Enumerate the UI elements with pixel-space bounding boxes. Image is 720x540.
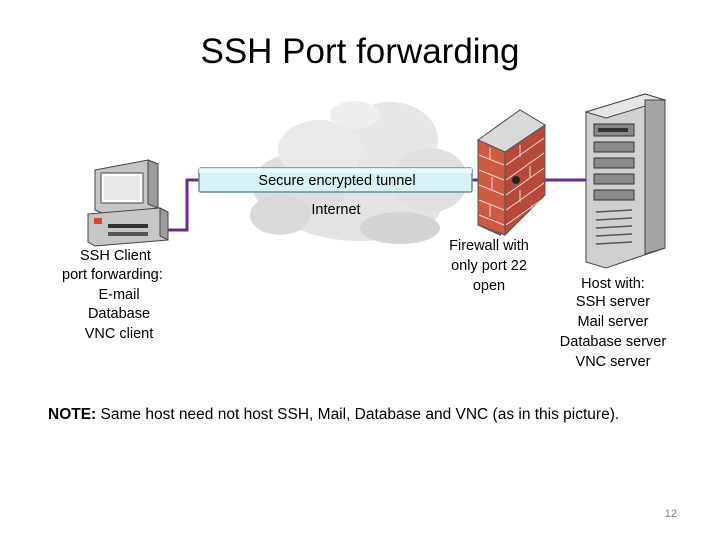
host-label-line: Database server bbox=[560, 334, 667, 350]
host-label-line: Host with: bbox=[581, 276, 645, 292]
host-label-line: VNC server bbox=[576, 354, 651, 370]
firewall-label-line: only port 22 bbox=[451, 258, 527, 274]
client-label-line: SSH Client bbox=[80, 248, 151, 264]
tunnel-label: Secure encrypted tunnel bbox=[258, 173, 415, 189]
client-label: SSH Client port forwarding: E-mail Datab… bbox=[62, 248, 163, 342]
client-label-line: port forwarding: bbox=[62, 267, 163, 283]
host-label-line: Mail server bbox=[578, 314, 649, 330]
note-text: NOTE: Same host need not host SSH, Mail,… bbox=[48, 406, 619, 424]
secure-tunnel: Secure encrypted tunnel bbox=[198, 167, 473, 193]
note-prefix: NOTE: bbox=[48, 406, 97, 423]
client-label-line: VNC client bbox=[85, 326, 154, 342]
firewall-label-line: open bbox=[473, 278, 505, 294]
page-number: 12 bbox=[664, 508, 677, 520]
internet-label: Internet bbox=[311, 202, 360, 218]
client-label-line: Database bbox=[88, 306, 150, 322]
note-body: Same host need not host SSH, Mail, Datab… bbox=[96, 406, 620, 423]
host-label-line: SSH server bbox=[576, 294, 650, 310]
firewall-label: Firewall with only port 22 open bbox=[449, 238, 529, 294]
page-title: SSH Port forwarding bbox=[200, 32, 520, 71]
firewall-icon bbox=[476, 109, 546, 237]
host-label: Host with: SSH server Mail server Databa… bbox=[560, 276, 667, 370]
client-computer-icon bbox=[87, 159, 169, 247]
firewall-label-line: Firewall with bbox=[449, 238, 529, 254]
host-server-icon bbox=[584, 93, 667, 269]
client-label-line: E-mail bbox=[98, 287, 139, 303]
